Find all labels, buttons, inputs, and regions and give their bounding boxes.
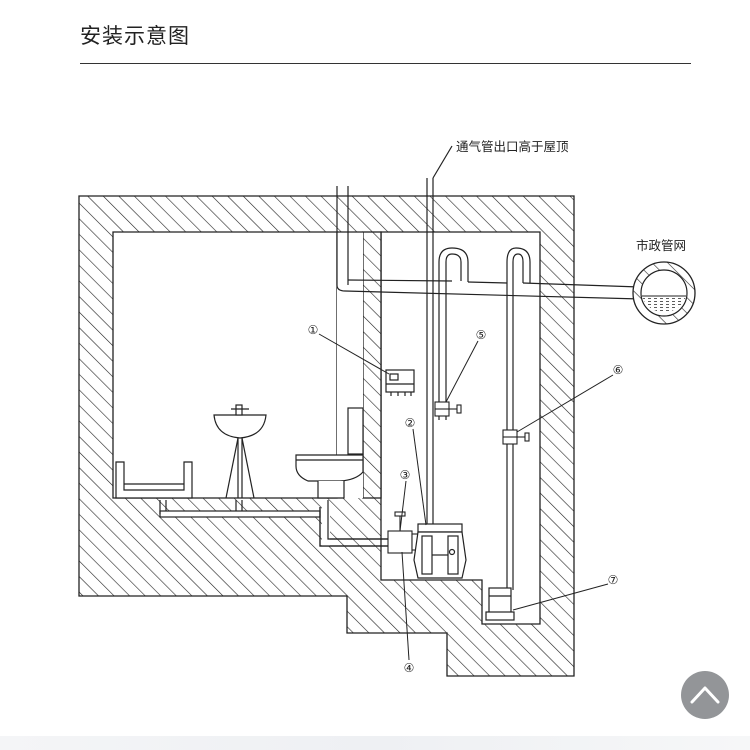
callouts: ① ② ③ ④ ⑤ ⑥ ⑦ — [308, 323, 624, 675]
valve-5 — [434, 401, 462, 417]
wash-basin — [213, 404, 267, 499]
chevron-up-icon — [690, 686, 720, 704]
valve-6 — [502, 429, 530, 445]
back-to-top-button[interactable] — [681, 671, 729, 719]
submersible-pump — [485, 587, 515, 621]
callout-3: ③ — [400, 468, 411, 482]
callout-2: ② — [405, 416, 416, 430]
toilet — [295, 407, 364, 499]
page-footer-strip — [0, 736, 750, 750]
page-title: 安装示意图 — [80, 24, 190, 48]
callout-7: ⑦ — [608, 573, 619, 587]
callout-6: ⑥ — [613, 363, 624, 377]
discharge-pipe — [336, 247, 641, 590]
title-divider — [80, 63, 691, 64]
municipal-network-label: 市政管网 — [636, 238, 686, 253]
drain-pipe — [159, 500, 388, 547]
lifting-station — [413, 523, 467, 579]
callout-leaders — [318, 333, 614, 661]
callout-5: ⑤ — [476, 328, 487, 342]
room-vent-pipe — [336, 186, 349, 285]
gate-valve-3 — [387, 511, 419, 554]
callout-1: ① — [308, 323, 319, 337]
callout-4: ④ — [404, 661, 415, 675]
vent-outlet-label: 通气管出口高于屋顶 — [456, 139, 569, 154]
control-box — [385, 369, 415, 396]
municipal-sewer-pipe — [632, 261, 696, 325]
bathtub — [115, 461, 193, 499]
station-vent-pipe — [426, 145, 453, 526]
